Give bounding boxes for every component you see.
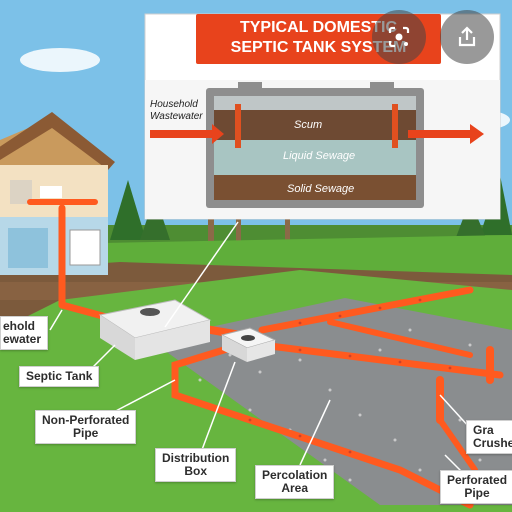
share-button[interactable] <box>440 10 494 64</box>
label-septic-tank: Septic Tank <box>19 366 100 387</box>
inset-inflow-line2: Wastewater <box>150 111 203 122</box>
label-percolation-line2: Area <box>281 481 309 495</box>
inset-panel <box>144 13 501 220</box>
inset-inflow-line1: Household <box>150 99 198 110</box>
septic-tank <box>98 299 212 360</box>
layer-solid-label: Solid Sewage <box>287 183 355 195</box>
distribution-box <box>220 327 277 362</box>
inset-title-line2: SEPTIC TANK SYSTEM <box>230 39 407 56</box>
house <box>0 112 115 275</box>
label-percolation-line1: Percolation <box>262 468 328 482</box>
label-distribution-box: Distribution Box <box>155 448 237 482</box>
label-distribution-line1: Distribution <box>162 451 230 465</box>
label-perforated-line2: Pipe <box>464 486 490 500</box>
label-perforated-pipe: Perforated Pipe <box>440 470 512 504</box>
layer-scum-label: Scum <box>294 119 323 131</box>
label-distribution-line2: Box <box>184 464 207 478</box>
inset-inflow-label: Household Wastewater <box>150 99 203 123</box>
lens-button[interactable] <box>372 10 426 64</box>
share-icon <box>458 26 476 47</box>
perforations <box>248 298 452 454</box>
label-household-line2: ewater <box>3 332 42 346</box>
label-non-perforated-pipe: Non-Perforated Pipe <box>35 410 137 444</box>
label-percolation-area: Percolation Area <box>255 465 335 499</box>
label-perforated-line1: Perforated <box>447 473 508 487</box>
layer-liquid-label: Liquid Sewage <box>283 150 356 162</box>
label-gravel-line1: Gra <box>473 423 494 437</box>
label-non-perforated-line2: Pipe <box>73 426 99 440</box>
label-non-perforated-line1: Non-Perforated <box>42 413 130 427</box>
lens-icon <box>388 26 410 48</box>
label-gravel: Gra Crushe <box>466 420 512 454</box>
label-gravel-line2: Crushe <box>473 436 512 450</box>
inset-title-line1: TYPICAL DOMESTIC <box>239 19 398 36</box>
label-household-wastewater: ehold ewater <box>0 316 49 350</box>
label-household-line1: ehold <box>3 319 35 333</box>
